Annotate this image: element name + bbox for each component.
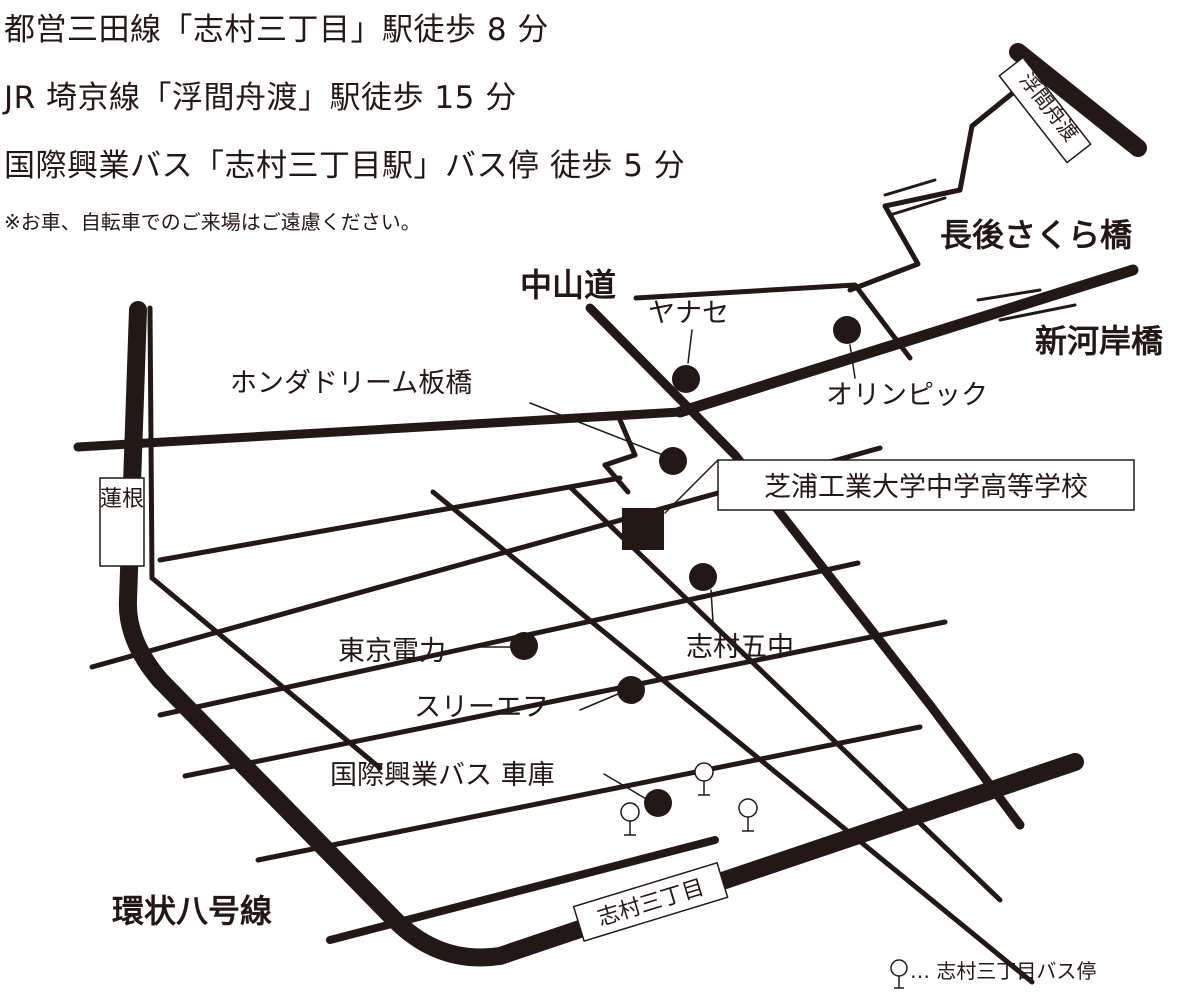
hasune-sign [99, 477, 145, 567]
access-line-mita: 都営三田線「志村三丁目」駅徒歩 8 分 [4, 12, 549, 48]
leader-lines [473, 329, 856, 801]
bus-stop-pins [620, 762, 908, 989]
honda-dream-label: ホンダドリーム板橋 [230, 368, 472, 399]
tokyo-denryoku-label: 東京電力 [338, 636, 446, 667]
landmark-dots [510, 316, 861, 817]
kanpachi-label: 環状八号線 [112, 892, 272, 930]
legend-bus-stop-icon [890, 959, 908, 977]
hasune-label: 蓮根 [100, 487, 144, 512]
bus-stop-icon [738, 798, 758, 818]
access-line-saikyo: JR 埼京線「浮間舟渡」駅徒歩 15 分 [4, 80, 517, 116]
shimura-go-chu-dot [689, 563, 717, 591]
school-label: 芝浦工業大学中学高等学校 [764, 472, 1088, 503]
main-east-west-road [73, 407, 685, 452]
olympic-dot [833, 316, 861, 344]
bus-stop-icon [694, 762, 714, 782]
tokyo-denryoku-dot [510, 632, 538, 660]
shimura-sanchome-road [326, 836, 719, 944]
nakasendo-label: 中山道 [520, 266, 616, 304]
kokusai-garage-dot [644, 789, 672, 817]
olympic-label: オリンピック [826, 380, 988, 411]
hasune-text: 蓮根 [100, 487, 144, 512]
three-f-dot [617, 676, 645, 704]
ukima-station-line [1009, 43, 1147, 157]
yanase-label: ヤナセ [648, 298, 729, 329]
nagago-sakura-bridge-label: 長後さくら橋 [940, 216, 1133, 254]
bus-stop-icon [620, 802, 640, 822]
shingashi-bridge-road [674, 264, 1139, 418]
nakasendo-road [585, 303, 1025, 830]
path-to-station [847, 89, 1017, 293]
yanase-dot [672, 365, 700, 393]
school-marker [622, 508, 664, 550]
bridge-ticks [883, 178, 1077, 322]
honda-dream-dot [659, 447, 687, 475]
kokusai-garage-label: 国際興業バス 車庫 [330, 760, 555, 791]
three-f-label: スリーエフ [414, 692, 549, 723]
legend-label: … 志村三丁目バス停 [910, 959, 1096, 983]
car-bicycle-note: ※お車、自転車でのご来場はご遠慮ください。 [4, 210, 421, 234]
shimura-go-chu-label: 志村五中 [686, 632, 794, 663]
shingashi-bridge-label: 新河岸橋 [1035, 322, 1164, 360]
school-label-box [717, 459, 1135, 511]
access-line-bus: 国際興業バス「志村三丁目駅」バス停 徒歩 5 分 [4, 148, 686, 184]
